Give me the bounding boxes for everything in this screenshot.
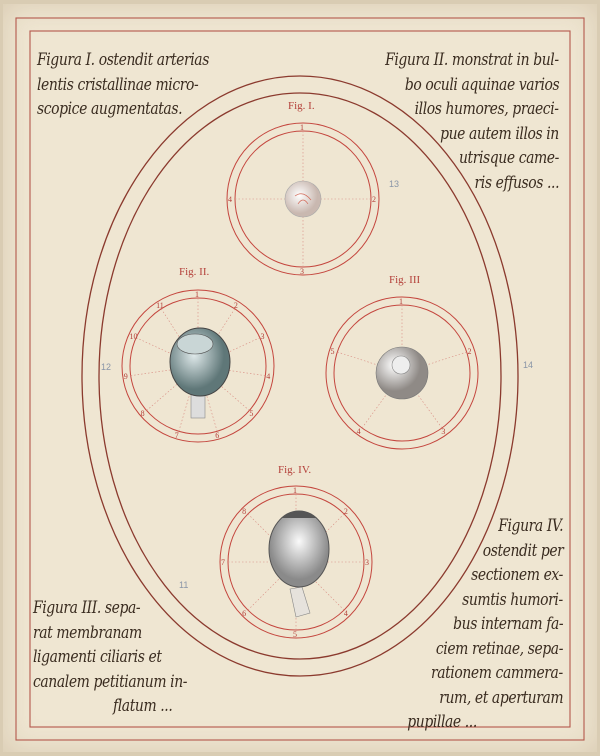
caption-fig4-line: sectionem ex- [471,565,563,585]
caption-fig4-line: sumtis humori- [462,589,563,610]
ring-number: 7 [174,431,179,441]
figure-ring [226,122,380,276]
caption-fig4-line: rum, et aperturam [439,687,563,708]
caption-fig2-line: utrisque came- [458,148,559,168]
outer-ellipse [81,75,519,677]
pencil-number: 14 [523,360,534,370]
ring-number: 8 [140,409,145,419]
caption-fig4-line: rationem cammera- [431,663,563,683]
ring-number: 1 [293,486,297,495]
fig-4-label: Fig. IV. [278,464,312,476]
ring-number: 9 [123,372,128,382]
fig-2-label: Fig. II. [179,266,210,278]
pencil-number: 11 [179,580,189,590]
ring-number: 6 [242,608,247,618]
figure-ring [219,485,373,639]
caption-fig2-line: pue autem illos in [440,123,559,144]
figure-ring [325,296,479,450]
fig-3-label: Fig. III [389,274,421,286]
ring-number: 5 [293,630,297,639]
ring-number: 8 [242,507,247,517]
ring-number: 7 [221,558,225,567]
ring-number: 4 [228,195,232,204]
ring-number: 2 [343,507,348,517]
figure-ring [121,289,275,443]
ring-number: 6 [215,431,220,441]
caption-fig3-line: ligamenti ciliaris et [33,647,162,667]
ring-number: 1 [399,297,403,306]
caption-fig1-line: Figura I. ostendit arterias [37,50,209,70]
caption-fig4-line: Figura IV. [498,516,563,536]
ring-number: 5 [330,346,335,356]
caption-fig2-line: illos humores, praeci- [415,99,559,119]
fig-1-label: Fig. I. [288,100,315,112]
pencil-number: 12 [101,362,112,372]
caption-fig2-line: bo oculi aquinae varios [404,74,560,95]
caption-fig3-line: flatum ... [113,696,173,716]
ring-number: 3 [300,267,304,276]
ring-number: 1 [300,123,304,132]
ciliary-body-drawing [375,346,429,400]
caption-fig3-line: Figura III. sepa- [33,598,141,618]
outer-frame [15,17,585,741]
ring-number: 3 [365,558,369,567]
caption-fig2-line: ris effusos ... [474,172,559,193]
ring-number: 2 [372,195,376,204]
caption-fig3-line: canalem petitianum in- [33,671,188,692]
inner-ellipse [98,92,502,660]
ring-number: 10 [129,332,138,342]
caption-fig4-line: ostendit per [482,540,563,561]
caption-fig4-line: ciem retinae, sepa- [435,638,564,659]
ring-number: 1 [195,290,199,299]
caption-fig1-line: scopice augmentatas. [37,99,183,119]
lens-drawing [284,180,322,218]
ring-number: 4 [266,372,271,382]
ring-number: 5 [249,409,254,419]
caption-fig2-line: Figura II. monstrat in bul- [385,50,559,70]
pencil-number: 13 [389,179,400,189]
ring-number: 4 [343,608,348,618]
caption-fig4-line: bus internam fa- [452,614,563,634]
ring-number: 3 [441,427,446,437]
ring-number: 11 [156,301,164,311]
plate-drawing [15,17,585,741]
retina-section-drawing [268,510,330,618]
manuscript-sheet: Fig. I. Fig. II. Fig. III Fig. IV. 13 12… [3,4,597,752]
inner-frame [29,30,571,728]
caption-fig4-line: pupillae ... [407,712,477,732]
caption-fig1-line: lentis cristallinae micro- [37,74,199,95]
ring-number: 2 [233,301,238,311]
ring-number: 3 [260,332,265,342]
caption-fig3-line: rat membranam [33,622,142,643]
eyeball-section-drawing [169,327,231,419]
ring-number: 4 [356,427,361,437]
ring-number: 2 [467,346,472,356]
